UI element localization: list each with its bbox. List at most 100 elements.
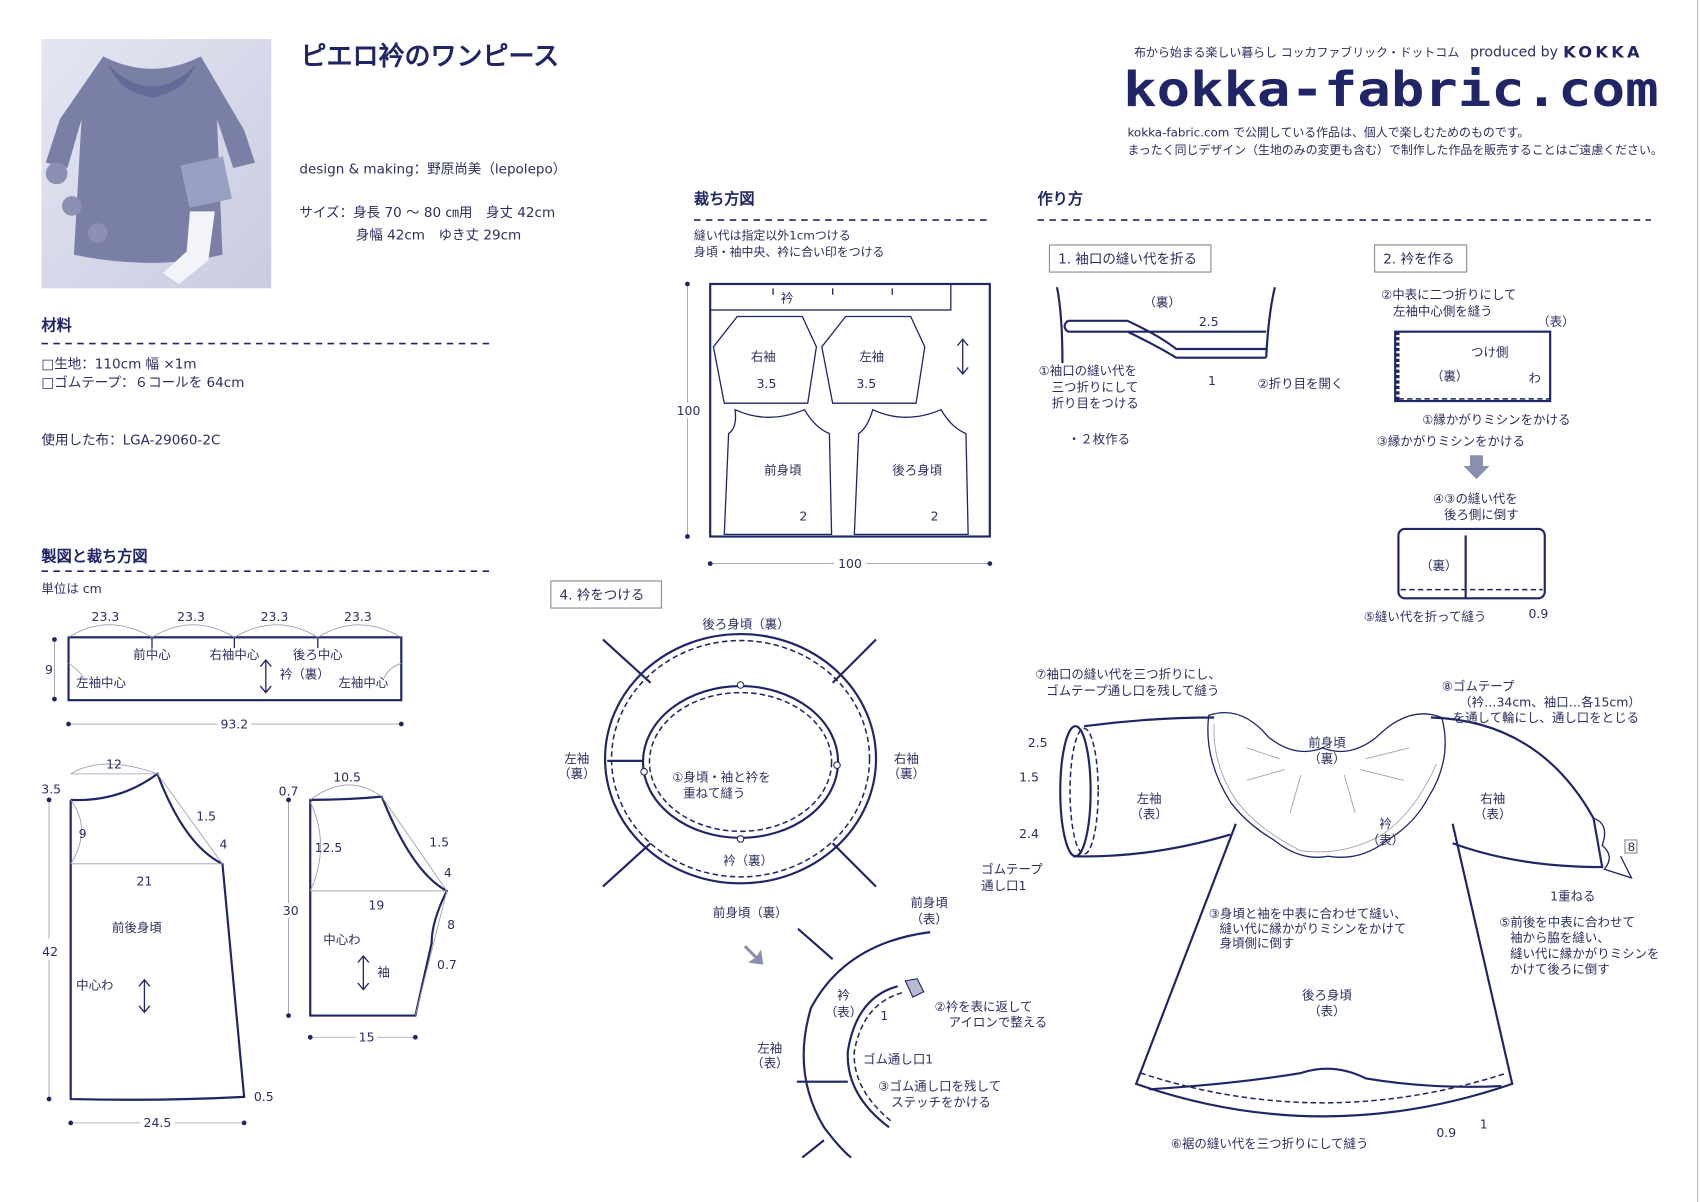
collar-label: 衿（裏）: [280, 666, 330, 681]
arrow-down-right-icon: [743, 945, 764, 965]
cutting-heading: 裁ち方図: [694, 190, 755, 208]
cuff-fold-diagram: [1055, 286, 1276, 364]
sleeve-dim: 19: [368, 897, 384, 912]
finish-note: 袖から脇を縫い、: [1510, 930, 1610, 945]
collar-seg-dim: 23.3: [177, 609, 205, 624]
diagram-label: 左袖: [1137, 791, 1162, 806]
collar-draft: [52, 624, 404, 727]
collar-height: 9: [45, 662, 53, 677]
collar-seg-dim: 23.3: [261, 609, 289, 624]
step1-box: [1048, 244, 1212, 273]
back-body-piece: 後ろ身頃: [892, 463, 942, 478]
seam-allowance: 3.5: [757, 376, 777, 391]
diagram-label: 衿: [1379, 816, 1391, 831]
sleeve-dim: 8: [447, 917, 455, 932]
body-label: 前後身頃: [112, 920, 162, 935]
collar-attach-diagram: [602, 632, 878, 888]
dim: 1.5: [1019, 769, 1039, 784]
diagram-label: 衿（裏）: [723, 853, 773, 868]
collar-tube-diagram: [1397, 527, 1546, 600]
finish-note: 身頃側に倒す: [1220, 935, 1295, 950]
cutting-layout: [685, 281, 993, 566]
dim: 1: [1208, 373, 1216, 388]
diagram-label: 通し口1: [981, 878, 1026, 893]
finish-note: 縫い代に縁かがりミシンを: [1510, 946, 1659, 961]
step4-box: [550, 580, 662, 609]
dim: 0.9: [1528, 606, 1548, 621]
sleeve-dim: 1.5: [429, 834, 449, 849]
left-sleeve-piece: 左袖: [859, 349, 884, 364]
collar-piece: 衿: [781, 290, 793, 305]
howto-heading: 作り方: [1038, 190, 1083, 208]
step2-note: ⑤縫い代を折って縫う: [1364, 609, 1487, 624]
front-center-label: 前中心: [133, 647, 171, 662]
step2-title: 2. 衿を作る: [1383, 251, 1454, 267]
diagram-label: （表）: [910, 911, 947, 926]
body-dim: 21: [136, 874, 152, 889]
hem-allowance: 2: [799, 508, 807, 523]
step1-note: 折り目をつける: [1052, 396, 1139, 411]
drafting-heading: 製図と裁ち方図: [40, 547, 147, 565]
diagram-label: ゴムテープ: [981, 862, 1043, 877]
diagram-label: （表）: [1130, 806, 1167, 821]
fold-label: 中心わ: [76, 978, 113, 993]
diagram-label: （表）: [825, 1005, 862, 1020]
collar-stitch-diagram: [796, 928, 931, 1159]
diagram-label: （表）: [1308, 1004, 1345, 1019]
wrong-side-label: （裏）: [1431, 368, 1468, 383]
dim: 1: [1480, 1116, 1488, 1131]
dim: 1: [880, 1008, 888, 1023]
dim: 2.4: [1019, 826, 1039, 841]
diagram-label: （裏）: [558, 766, 595, 781]
finish-note: ⑦袖口の縫い代を三つ折りにし、: [1035, 666, 1221, 681]
finished-dress-diagram: [1059, 712, 1633, 1118]
sleeve-draft: [286, 784, 449, 1040]
diagram-label: （表）: [751, 1056, 788, 1071]
fabric-width: 100: [838, 556, 862, 571]
diagram-label: 左袖: [757, 1040, 782, 1055]
sleeve-label: 袖: [377, 965, 389, 980]
step1-title: 1. 袖口の縫い代を折る: [1058, 251, 1197, 267]
seam-allowance: 3.5: [856, 376, 876, 391]
body-dim: 9: [79, 826, 87, 841]
material-item: □生地：110cm 幅 ×1m: [41, 357, 196, 373]
sleeve-dim: 0.7: [437, 957, 457, 972]
step2-note: 左袖中心側を縫う: [1393, 303, 1493, 318]
sleeve-dim: 4: [444, 865, 452, 880]
body-dim: 0.5: [254, 1089, 274, 1104]
size-line-2: 身幅 42cm ゆき丈 29cm: [356, 228, 521, 244]
step1-note: 三つ折りにして: [1052, 379, 1139, 394]
step-8-label: 8: [1628, 840, 1636, 854]
arrow-down-icon: [1463, 455, 1490, 480]
dim: 2.5: [1199, 314, 1219, 329]
fold-label: 中心わ: [323, 932, 360, 947]
page-title: ピエロ衿のワンピース: [300, 41, 559, 72]
body-dim: 4: [220, 837, 228, 852]
cutting-note-1: 縫い代は指定以外1cmつける: [694, 229, 851, 243]
notice-line-2: まったく同じデザイン（生地のみの変更も含む）で制作した作品を販売することはご遠慮…: [1127, 143, 1662, 157]
kokka-brand: KOKKA: [1563, 42, 1643, 61]
diagram-label: 左袖: [564, 751, 589, 766]
dim: 2.5: [1028, 735, 1048, 750]
front-body-piece: 前身頃: [764, 463, 802, 478]
materials-heading: 材料: [41, 317, 71, 335]
sleeve-dim: 0.7: [279, 784, 299, 799]
step2-note: ①縁かがりミシンをかける: [1422, 412, 1570, 427]
step4-note: アイロンで整える: [949, 1014, 1048, 1029]
site-logo[interactable]: kokka-fabric.com: [1123, 63, 1658, 118]
finish-note: ⑧ゴムテープ: [1442, 678, 1515, 693]
step1-note: ②折り目を開く: [1258, 376, 1344, 391]
notice-line-1: kokka-fabric.com で公開している作品は、個人で楽しむためのもので…: [1127, 126, 1529, 140]
dim: 0.9: [1436, 1125, 1456, 1140]
diagram-label: 右袖: [1480, 791, 1505, 806]
diagram-label: 右袖: [894, 751, 919, 766]
body-draft: [46, 763, 247, 1126]
attach-side-label: つけ側: [1471, 345, 1508, 360]
make-two-note: ・２枚作る: [1068, 431, 1130, 446]
collar-fold-diagram: [1394, 330, 1552, 403]
finish-note: ⑤前後を中表に合わせて: [1499, 915, 1635, 930]
dress-photo: [41, 39, 272, 289]
diagram-label: （表）: [1367, 832, 1404, 847]
step4-note: ③ゴム通し口を残して: [878, 1078, 1001, 1093]
step4-note: 重ねて縫う: [683, 786, 745, 801]
